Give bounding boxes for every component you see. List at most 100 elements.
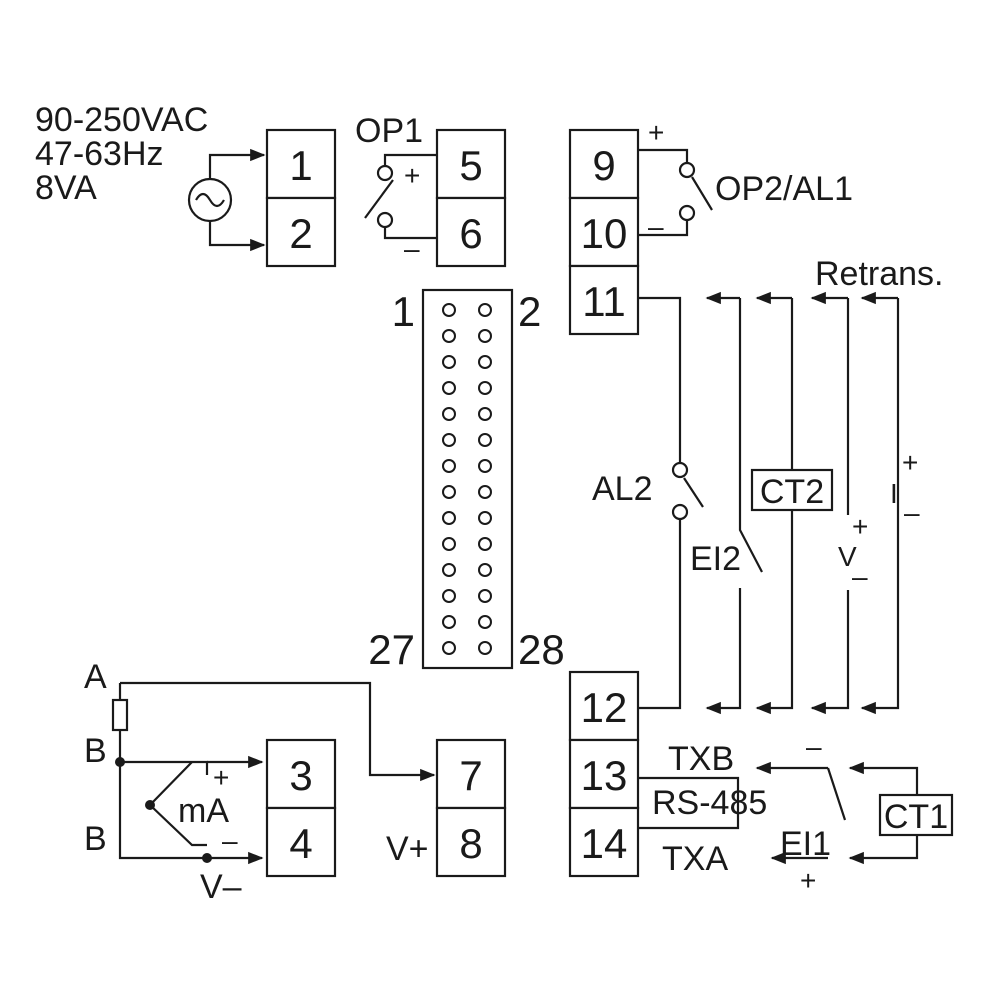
terminal-block-1-2: 1 2	[265, 128, 337, 268]
terminal-13-label: 13	[581, 752, 628, 799]
terminal-3-label: 3	[289, 752, 312, 799]
terminal-6	[435, 196, 507, 268]
ei1-minus-sign: –	[806, 731, 822, 762]
power-rating-label: 8VA	[35, 169, 97, 207]
connector-pin-28-label: 28	[518, 626, 565, 673]
ma-plus-sign: +	[213, 762, 229, 793]
terminal-block-12-14: 12 13 14	[568, 670, 640, 878]
input-b1-label: B	[84, 732, 107, 770]
terminal-14	[568, 806, 640, 878]
connector-pin	[478, 329, 492, 343]
connector-pin	[442, 485, 456, 499]
power-voltage-label: 90-250VAC	[35, 101, 208, 139]
ei1-switch	[826, 767, 847, 821]
i-plus-sign: +	[902, 447, 918, 478]
ct2-line	[755, 298, 794, 715]
connector-pin	[478, 407, 492, 421]
terminal-12	[568, 670, 640, 742]
connector-pin	[442, 589, 456, 603]
wire-b-rail	[118, 730, 207, 860]
op1-plus-sign: +	[404, 160, 420, 191]
v-plus-label: V+	[386, 830, 429, 868]
connector-pins	[442, 303, 492, 655]
terminal-block-7-8: 7 8	[435, 738, 507, 878]
op2-switch-arm	[691, 176, 713, 211]
v-retrans-label: V	[838, 541, 857, 572]
ei2-switch	[738, 298, 763, 573]
ct2-box	[750, 468, 834, 512]
wire-ac-t2	[208, 221, 266, 252]
connector-pin	[442, 615, 456, 629]
wire-t9-op2	[638, 148, 689, 162]
i-minus-sign: –	[904, 497, 920, 528]
connector-pin	[478, 537, 492, 551]
connector-pin	[442, 355, 456, 369]
rs485-label: RS-485	[652, 784, 767, 822]
pin-connector	[421, 288, 514, 670]
v-minus-sign: –	[852, 561, 868, 592]
ma-minus-sign: –	[222, 825, 238, 856]
power-frequency-label: 47-63Hz	[35, 135, 164, 173]
al2-switch-arm	[683, 477, 704, 508]
connector-pin	[442, 459, 456, 473]
wire-a-t7	[120, 681, 436, 782]
wire-t6-op1	[383, 227, 437, 240]
terminal-1-label: 1	[289, 142, 312, 189]
connector-pin	[442, 329, 456, 343]
v-bottom-arrow	[810, 590, 850, 715]
terminal-7	[435, 738, 507, 810]
terminal-block-3-4: 3 4	[265, 738, 337, 878]
input-a-label: A	[84, 658, 107, 696]
v-plus-sign: +	[852, 511, 868, 542]
op1-contact-top	[376, 164, 394, 182]
connector-pin	[478, 615, 492, 629]
connector-pin	[478, 563, 492, 577]
terminal-14-label: 14	[581, 820, 628, 867]
terminal-8	[435, 806, 507, 878]
terminal-4	[265, 806, 337, 878]
wire-b1	[120, 760, 209, 775]
terminal-4-label: 4	[289, 820, 312, 867]
terminal-6-label: 6	[459, 210, 482, 257]
terminal-3	[265, 738, 337, 810]
connector-pin	[478, 589, 492, 603]
connector-pin	[442, 433, 456, 447]
connector-pin	[442, 303, 456, 317]
ct1-top-arrow	[848, 761, 919, 795]
op2-minus-sign: –	[648, 211, 664, 242]
terminal-block-9-11: 9 10 11	[568, 128, 640, 336]
terminal-11	[568, 264, 640, 336]
connector-pin	[478, 641, 492, 655]
op1-switch-arm	[364, 179, 394, 219]
connector-pin	[478, 381, 492, 395]
connector-pin	[442, 381, 456, 395]
al2-contact-top	[671, 461, 689, 479]
wire-t10-op2	[638, 220, 689, 237]
connector-pin	[442, 407, 456, 421]
terminal-10-label: 10	[581, 210, 628, 257]
connector-pin-1-label: 1	[392, 288, 415, 335]
op2-al1-label: OP2/AL1	[715, 170, 853, 208]
connector-pin	[478, 511, 492, 525]
i-line	[860, 298, 900, 715]
terminal-9-label: 9	[592, 142, 615, 189]
connector-pin-27-label: 27	[368, 626, 415, 673]
op1-minus-sign: –	[404, 233, 420, 264]
wire-t5-op1	[383, 153, 437, 165]
op1-contact-bottom	[376, 211, 394, 229]
connector-pin	[478, 485, 492, 499]
i-retrans-label: I	[890, 478, 898, 509]
terminal-5-label: 5	[459, 142, 482, 189]
al2-label: AL2	[592, 470, 653, 508]
op2-plus-sign: +	[648, 117, 664, 148]
ac-wave-icon	[195, 192, 225, 208]
op1-label: OP1	[355, 112, 423, 150]
wire-t11-al2	[638, 296, 682, 462]
tc-wire-minus	[149, 804, 207, 847]
connector-pin	[478, 459, 492, 473]
wire-ac-t1	[208, 148, 266, 179]
wire-al2-t12	[638, 519, 682, 710]
terminal-12-label: 12	[581, 684, 628, 731]
connector-pin	[442, 641, 456, 655]
